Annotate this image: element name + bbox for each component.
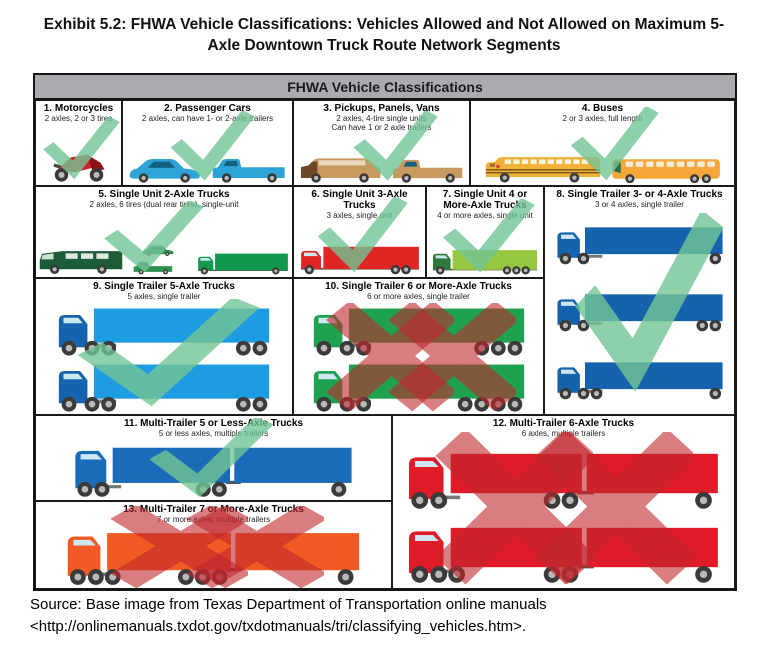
vehicle-illustrations — [471, 153, 734, 183]
vehicle-illustrations — [36, 438, 391, 498]
vehicle-illustrations — [545, 211, 734, 412]
classification-title: 10. Single Trailer 6 or More-Axle Trucks — [325, 281, 512, 292]
classification-title: 4. Buses — [581, 103, 624, 114]
double-icon — [408, 527, 718, 583]
classification-subtitle: 2 axles, can have 1- or 2-axle trailers — [141, 114, 274, 123]
semi-icon — [58, 364, 270, 412]
pickup-icon — [212, 159, 285, 183]
wagon-icon — [300, 158, 380, 183]
classification-cell-10: 10. Single Trailer 6 or More-Axle Trucks… — [293, 278, 544, 415]
source-line2: <http://onlinemanuals.txdot.gov/txdotman… — [30, 618, 527, 635]
classification-subtitle: 2 axles, 6 tires (dual rear tires), sing… — [89, 200, 239, 209]
classification-title: 12. Multi-Trailer 6-Axle Trucks — [492, 418, 635, 429]
pickup-icon — [392, 159, 462, 183]
classification-subtitle: 4 or more axles, single unit — [437, 211, 533, 220]
rv-icon — [39, 251, 123, 274]
vehicle-illustrations — [427, 246, 543, 275]
classification-subtitle: Can have 1 or 2 axle trailers — [331, 123, 432, 132]
vehicle-illustrations — [393, 440, 734, 586]
carpickup-icon — [133, 245, 174, 275]
semi-icon — [313, 308, 524, 356]
classification-title: 11. Multi-Trailer 5 or Less-Axle Trucks — [124, 418, 303, 429]
double-icon — [74, 447, 352, 497]
vehicle-illustrations — [36, 523, 391, 586]
boxtruck-icon — [432, 250, 538, 275]
semi-icon — [556, 227, 723, 265]
classification-subtitle: 6 or more axles, single trailer — [367, 292, 470, 301]
source-note: Source: Base image from Texas Department… — [30, 594, 547, 638]
sedan-icon — [129, 159, 200, 183]
classification-title: 5. Single Unit 2-Axle Trucks — [98, 189, 230, 200]
semi-icon — [58, 308, 270, 356]
semi-icon — [313, 364, 524, 412]
vehicle-illustrations — [36, 303, 292, 412]
classification-subtitle: 6 axles, multiple trailers — [521, 429, 606, 438]
exhibit-title: Exhibit 5.2: FHWA Vehicle Classification… — [28, 14, 740, 56]
vehicle-illustrations — [123, 154, 292, 183]
classification-subtitle: 5 axles, single trailer — [127, 292, 201, 301]
coach-icon — [611, 159, 720, 183]
exhibit-title-line2: Axle Downtown Truck Route Network Segmen… — [207, 37, 561, 54]
classification-title: 13. Multi-Trailer 7 or More-Axle Trucks — [123, 504, 304, 515]
classification-subtitle: 2 axles, 4-tire single units — [336, 114, 427, 123]
classification-table: FHWA Vehicle Classifications 1. Motorcyc… — [33, 73, 737, 591]
vehicle-illustrations — [36, 148, 121, 183]
double-icon — [67, 533, 359, 585]
double-icon — [408, 453, 718, 509]
classification-subtitle: 2 or 3 axles, full length — [562, 114, 643, 123]
motorcycle-icon — [52, 154, 105, 182]
classification-subtitle: 3 axles, single unit — [326, 211, 393, 220]
semi-icon — [556, 294, 723, 332]
classification-subtitle: 2 axles, 2 or 3 tires — [44, 114, 113, 123]
semi-icon — [556, 362, 723, 400]
classification-title: 9. Single Trailer 5-Axle Trucks — [93, 281, 235, 292]
vehicle-illustrations — [294, 242, 425, 275]
exhibit-title-line1: Exhibit 5.2: FHWA Vehicle Classification… — [43, 16, 725, 33]
classification-title: 6. Single Unit 3-Axle Trucks — [311, 189, 408, 211]
classification-title: 3. Pickups, Panels, Vans — [323, 103, 440, 114]
boxtruck-icon — [198, 253, 288, 275]
table-header: FHWA Vehicle Classifications — [35, 75, 735, 100]
classification-title: 2. Passenger Cars — [164, 103, 251, 114]
schoolbus-icon — [485, 157, 600, 183]
classification-subtitle: 3 or 4 axles, single trailer — [595, 200, 684, 209]
classification-title: 7. Single Unit 4 or More-Axle Trucks — [442, 189, 528, 211]
source-line1: Source: Base image from Texas Department… — [30, 596, 547, 613]
vehicle-illustrations — [294, 303, 543, 412]
vehicle-illustrations — [36, 243, 292, 275]
classification-title: 1. Motorcycles — [43, 103, 114, 114]
classification-title: 8. Single Trailer 3- or 4-Axle Trucks — [556, 189, 723, 200]
classification-subtitle: 5 or less axles, multiple trailers — [158, 429, 269, 438]
boxtruck-icon — [300, 246, 419, 275]
vehicle-illustrations — [294, 154, 469, 183]
